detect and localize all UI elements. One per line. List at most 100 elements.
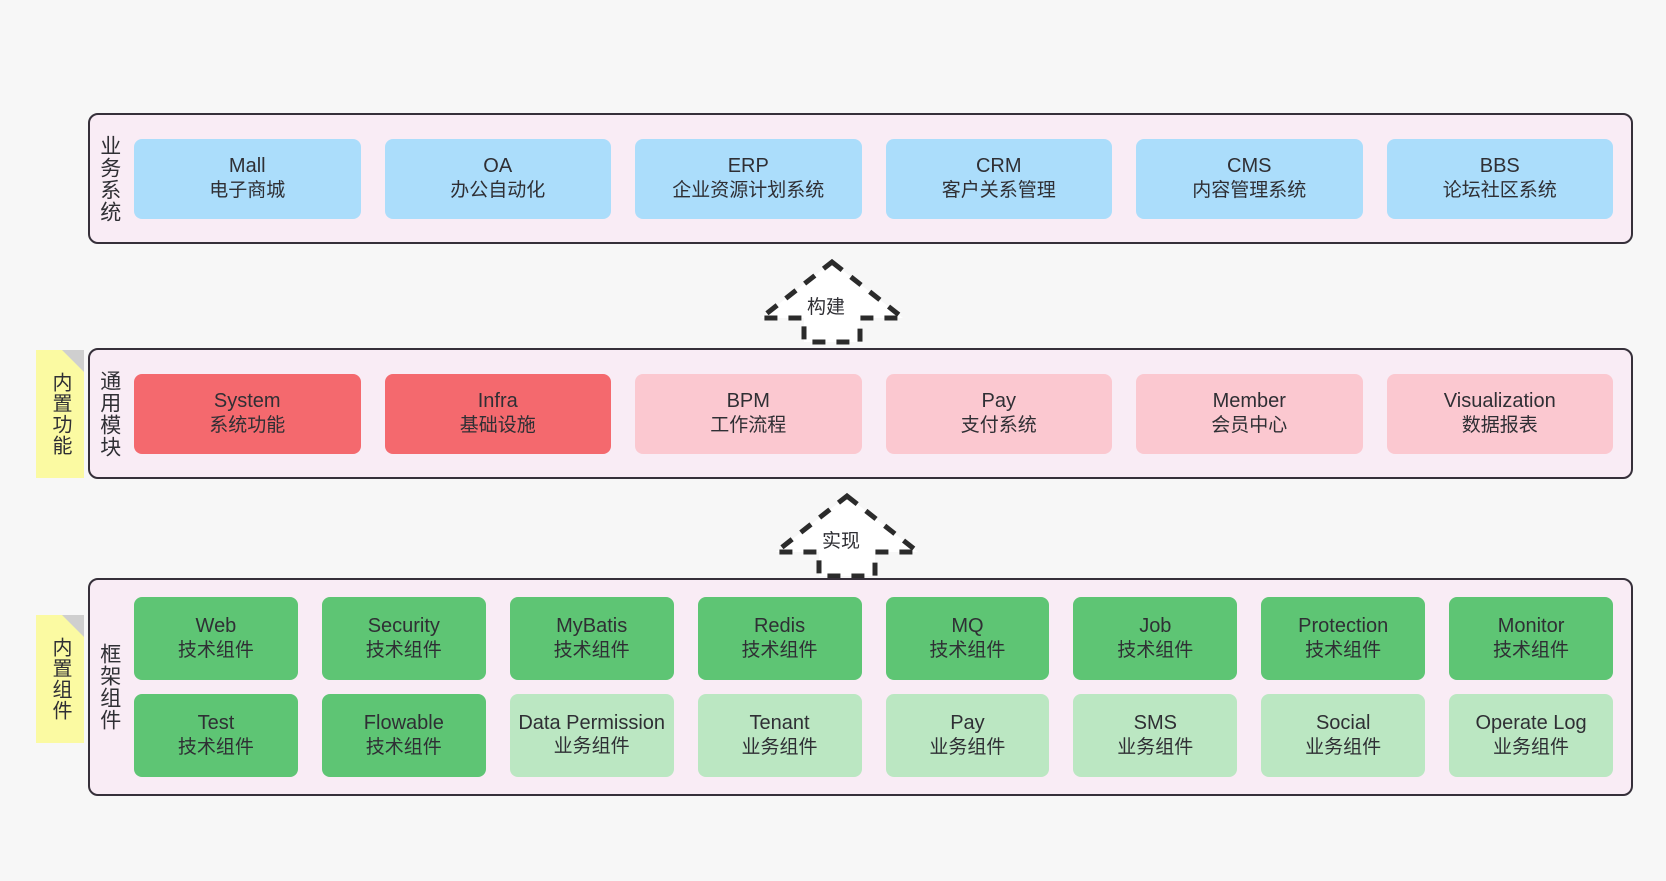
card-title-cn: 技术组件	[929, 640, 1006, 662]
card-title-en: Security	[367, 614, 440, 637]
card-title-cn: 企业资源计划系统	[672, 180, 825, 202]
card-erp[interactable]: ERP 企业资源计划系统	[635, 138, 862, 219]
layer-framework-components: 框架组件 Web 技术组件 Security 技术组件 MyBatis 技术组件…	[88, 578, 1633, 796]
card-title-cn: 支付系统	[960, 415, 1037, 437]
card-title-en: Visualization	[1443, 389, 1556, 412]
dashed-up-arrow-icon	[753, 258, 911, 345]
card-title-cn: 客户关系管理	[941, 180, 1056, 202]
card-pay-component[interactable]: Pay 业务组件	[885, 694, 1050, 777]
card-title-cn: 技术组件	[1493, 640, 1570, 662]
card-row: Test 技术组件 Flowable 技术组件 Data Permission …	[134, 694, 1613, 777]
card-test[interactable]: Test 技术组件	[134, 694, 298, 777]
card-title-en: Infra	[477, 389, 518, 412]
card-tenant[interactable]: Tenant 业务组件	[697, 694, 862, 777]
layer-title-business: 业务系统	[97, 134, 121, 223]
card-title-en: CMS	[1227, 154, 1272, 177]
card-title-cn: 业务组件	[929, 737, 1006, 759]
card-title-en: OA	[483, 154, 513, 177]
card-crm[interactable]: CRM 客户关系管理	[885, 138, 1112, 219]
card-social[interactable]: Social 业务组件	[1261, 694, 1426, 777]
note-builtin-features: 内置功能	[36, 350, 84, 478]
card-title-en: MQ	[951, 614, 984, 637]
card-security[interactable]: Security 技术组件	[321, 597, 486, 680]
card-redis[interactable]: Redis 技术组件	[697, 597, 862, 680]
note-label: 内置组件	[49, 637, 71, 721]
layer-framework-cards: Web 技术组件 Security 技术组件 MyBatis 技术组件 Redi…	[128, 580, 1631, 794]
card-row: Web 技术组件 Security 技术组件 MyBatis 技术组件 Redi…	[134, 597, 1613, 680]
card-title-cn: 技术组件	[177, 737, 254, 759]
card-title-en: BBS	[1479, 154, 1520, 177]
card-title-en: Test	[197, 711, 235, 734]
card-title-cn: 技术组件	[553, 640, 630, 662]
layer-business-systems: 业务系统 Mall 电子商城 OA 办公自动化 ERP 企业资源计划系统 CRM…	[88, 113, 1633, 244]
card-mall[interactable]: Mall 电子商城	[134, 138, 361, 219]
layer-title-framework: 框架组件	[97, 643, 121, 731]
card-title-cn: 技术组件	[365, 640, 442, 662]
card-job[interactable]: Job 技术组件	[1073, 597, 1238, 680]
card-title-cn: 业务组件	[1493, 737, 1570, 759]
card-title-en: Web	[195, 614, 237, 637]
card-title-en: Redis	[753, 614, 806, 637]
card-title-cn: 技术组件	[741, 640, 818, 662]
card-title-cn: 内容管理系统	[1192, 180, 1307, 202]
card-title-cn: 业务组件	[1117, 737, 1194, 759]
card-row: Mall 电子商城 OA 办公自动化 ERP 企业资源计划系统 CRM 客户关系…	[134, 138, 1613, 219]
layer-modules-cards: System 系统功能 Infra 基础设施 BPM 工作流程 Pay 支付系统…	[128, 350, 1631, 477]
card-title-en: BPM	[726, 389, 770, 412]
card-system[interactable]: System 系统功能	[134, 373, 361, 454]
card-member[interactable]: Member 会员中心	[1136, 373, 1363, 454]
card-mq[interactable]: MQ 技术组件	[885, 597, 1050, 680]
card-mybatis[interactable]: MyBatis 技术组件	[509, 597, 674, 680]
connector-implement: 实现	[768, 492, 926, 579]
card-title-cn: 办公自动化	[450, 180, 546, 202]
card-title-cn: 基础设施	[459, 415, 536, 437]
card-protection[interactable]: Protection 技术组件	[1261, 597, 1426, 680]
card-title-cn: 业务组件	[741, 737, 818, 759]
card-title-cn: 数据报表	[1461, 415, 1538, 437]
connector-build: 构建	[753, 258, 911, 345]
card-title-cn: 技术组件	[177, 640, 254, 662]
card-row: System 系统功能 Infra 基础设施 BPM 工作流程 Pay 支付系统…	[134, 373, 1613, 454]
card-operate-log[interactable]: Operate Log 业务组件	[1449, 694, 1613, 777]
card-title-en: Social	[1315, 711, 1371, 734]
card-flowable[interactable]: Flowable 技术组件	[321, 694, 486, 777]
card-title-en: ERP	[727, 154, 769, 177]
card-title-en: Pay	[981, 389, 1016, 412]
card-title-en: MyBatis	[556, 614, 628, 637]
card-web[interactable]: Web 技术组件	[134, 597, 298, 680]
card-title-en: Operate Log	[1475, 711, 1587, 734]
card-data-permission[interactable]: Data Permission 业务组件	[509, 694, 674, 777]
card-title-cn: 业务组件	[1305, 737, 1382, 759]
card-title-en: Member	[1212, 389, 1286, 412]
layer-title-modules: 通用模块	[97, 369, 121, 458]
card-monitor[interactable]: Monitor 技术组件	[1449, 597, 1613, 680]
card-title-cn: 技术组件	[1117, 640, 1194, 662]
card-title-en: Pay	[950, 711, 985, 734]
card-title-en: SMS	[1133, 711, 1177, 734]
connector-label-build: 构建	[806, 297, 846, 318]
card-title-en: Tenant	[749, 711, 810, 734]
card-oa[interactable]: OA 办公自动化	[384, 138, 611, 219]
card-cms[interactable]: CMS 内容管理系统	[1136, 138, 1363, 219]
layer-business-cards: Mall 电子商城 OA 办公自动化 ERP 企业资源计划系统 CRM 客户关系…	[128, 115, 1631, 242]
card-title-cn: 电子商城	[209, 180, 286, 202]
card-infra[interactable]: Infra 基础设施	[384, 373, 611, 454]
card-title-cn: 工作流程	[710, 415, 787, 437]
card-title-en: Protection	[1298, 614, 1389, 637]
card-title-en: System	[213, 389, 281, 412]
card-title-cn: 技术组件	[1305, 640, 1382, 662]
card-title-cn: 系统功能	[209, 415, 286, 437]
card-title-cn: 技术组件	[365, 737, 442, 759]
card-bpm[interactable]: BPM 工作流程	[635, 373, 862, 454]
card-title-en: Flowable	[363, 711, 444, 734]
card-title-en: Monitor	[1497, 614, 1565, 637]
layer-common-modules: 通用模块 System 系统功能 Infra 基础设施 BPM 工作流程 Pay…	[88, 348, 1633, 479]
card-pay-module[interactable]: Pay 支付系统	[885, 373, 1112, 454]
card-title-cn: 论坛社区系统	[1442, 180, 1557, 202]
card-bbs[interactable]: BBS 论坛社区系统	[1386, 138, 1613, 219]
card-title-cn: 业务组件	[553, 736, 630, 758]
dashed-up-arrow-icon	[768, 492, 926, 579]
card-sms[interactable]: SMS 业务组件	[1073, 694, 1238, 777]
card-visualization[interactable]: Visualization 数据报表	[1386, 373, 1613, 454]
